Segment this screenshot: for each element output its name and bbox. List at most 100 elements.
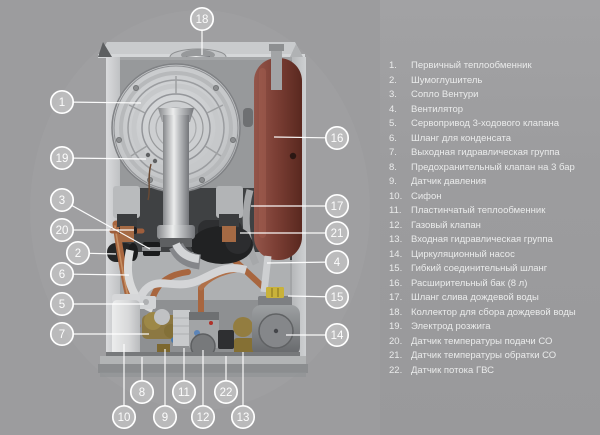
callout-number: 18 (196, 14, 209, 26)
callout-circle (129, 379, 155, 405)
callout-5: 5 (49, 291, 144, 317)
exchanger-downpipe (157, 108, 202, 270)
gas-valve (189, 312, 219, 359)
legend-item-label: Шумоглушитель (411, 74, 483, 86)
legend-item: 8.Предохранительный клапан на 3 бар (389, 161, 597, 176)
legend-item-number: 19. (389, 321, 403, 332)
callout-circle (190, 404, 216, 430)
expansion-tank (254, 44, 302, 260)
legend-item-label: Выходная гидравлическая группа (411, 147, 560, 158)
legend-item-label: Гибкий соединительный шланг (411, 263, 548, 274)
callout-1: 1 (49, 89, 142, 115)
callout-circle (324, 193, 350, 219)
legend-item-number: 2. (389, 74, 397, 86)
callout-leader-line (73, 101, 142, 104)
callout-6: 6 (49, 261, 130, 287)
legend-item-number: 11. (389, 205, 402, 216)
callout-8: 8 (129, 357, 155, 405)
legend-item-label: Сифон (411, 190, 442, 202)
callout-circle (152, 404, 178, 430)
legend-item-label: Газовый клапан (411, 219, 481, 231)
callout-number: 17 (331, 201, 344, 213)
callout-7: 7 (49, 321, 149, 347)
legend-item-number: 4. (389, 103, 397, 115)
callout-number: 11 (178, 387, 190, 399)
legend-item-number: 17. (389, 292, 403, 303)
legend-item: 19. Электрод розжига (389, 320, 597, 335)
callout-number: 10 (118, 412, 131, 424)
callout-3: 3 (49, 187, 151, 250)
legend-item-number: 15. (389, 263, 403, 274)
legend-item: 15. Гибкий соединительный шланг (389, 262, 597, 277)
callout-circle (324, 284, 350, 310)
legend-item: 22.Датчик потока ГВС (389, 364, 597, 379)
callout-22: 22 (213, 356, 239, 405)
callout-leader-line (73, 157, 147, 160)
rainwater-drain-hose (242, 189, 260, 266)
legend-item-label: Сопло Вентури (411, 89, 479, 100)
legend-item-label: Коллектор для сбора дождевой воды (411, 306, 576, 318)
ignition-electrode (145, 152, 158, 201)
callout-15: 15 (287, 284, 350, 310)
legend-item-label: Сервопривод 3-ходового клапана (411, 118, 560, 129)
callout-17: 17 (251, 193, 350, 219)
callout-circle (49, 291, 75, 317)
legend-item-label: Вентилятор (411, 103, 464, 115)
callout-14: 14 (286, 322, 350, 348)
callout-leader-line (73, 273, 130, 276)
callout-leader-line (89, 252, 117, 255)
connector-yellow (266, 287, 284, 298)
callout-number: 16 (331, 133, 344, 145)
callout-number: 4 (334, 257, 341, 269)
legend-item-number: 22. (389, 364, 403, 376)
callout-number: 14 (331, 330, 344, 342)
callout-number: 7 (59, 329, 65, 341)
callout-circle (213, 379, 239, 405)
legend-item: 4. Вентилятор (389, 103, 597, 118)
legend-item-label: Электрод розжига (411, 321, 491, 332)
callout-circle (49, 261, 75, 287)
legend-item-label: Входная гидравлическая группа (411, 234, 553, 245)
callout-leader-line (71, 204, 151, 250)
callout-number: 2 (75, 248, 81, 260)
callout-circle (49, 187, 75, 213)
callout-number: 6 (59, 269, 65, 281)
callout-circle (49, 321, 75, 347)
callout-19: 19 (49, 145, 147, 171)
legend-item: 12. Газовый клапан (389, 219, 597, 234)
callout-leader-line (266, 261, 326, 264)
hydraulic-group-inlet (233, 317, 254, 355)
callout-10: 10 (111, 344, 137, 430)
legend-item-number: 5. (389, 118, 397, 129)
legend-item-label: Датчик температуры обратки СО (411, 350, 557, 361)
flexible-pipe (260, 255, 272, 293)
legend-item-number: 12. (389, 219, 403, 231)
legend-item: 2. Шумоглушитель (389, 74, 597, 89)
callout-leader-line (273, 136, 326, 139)
plate-heat-exchanger (173, 310, 190, 346)
legend-item: 18. Коллектор для сбора дождевой воды (389, 306, 597, 321)
callout-number: 3 (59, 195, 65, 207)
legend-item-label: Шланг слива дождевой воды (411, 292, 539, 303)
callout-circle (171, 379, 197, 405)
legend-item-number: 20. (389, 335, 403, 347)
callout-circle (65, 240, 91, 266)
callout-circle (324, 125, 350, 151)
callout-number: 21 (331, 228, 344, 240)
legend-item: 3.Сопло Вентури (389, 88, 597, 103)
callout-circle (49, 217, 75, 243)
siphon (112, 294, 140, 362)
callout-leader-line (287, 295, 326, 298)
callout-circle (49, 89, 75, 115)
legend-item: 11.Пластинчатый теплообменник (389, 204, 597, 219)
legend-item-number: 18. (389, 306, 403, 318)
legend-item: 5. Сервопривод 3-ходового клапана (389, 117, 597, 132)
legend-item: 13.Входная гидравлическая группа (389, 233, 597, 248)
callout-2: 2 (65, 240, 117, 266)
callout-number: 9 (162, 412, 168, 424)
legend-item-number: 21. (389, 350, 403, 361)
legend-item-number: 16. (389, 277, 403, 289)
callout-4: 4 (266, 249, 350, 275)
